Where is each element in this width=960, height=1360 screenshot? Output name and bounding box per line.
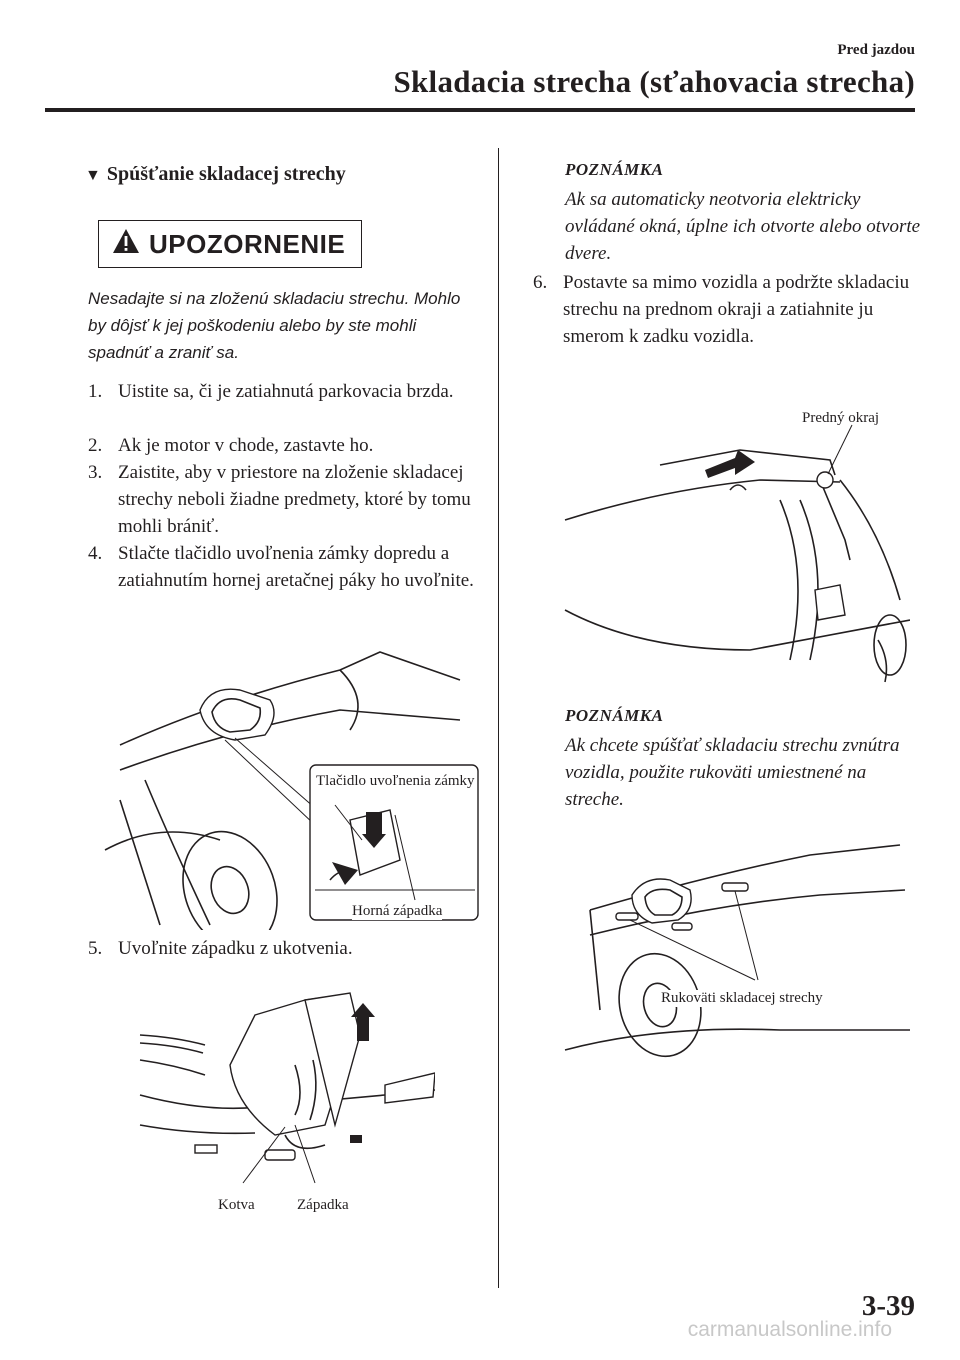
step-text: Ak je motor v chode, zastavte ho. <box>118 435 374 456</box>
step-5: 5. Uvoľnite západku z ukotvenia. <box>88 935 488 962</box>
callout-roof-handles: Rukoväti skladacej strechy <box>661 990 823 1007</box>
figure-release-button <box>104 651 479 930</box>
header-rule <box>45 108 915 112</box>
warning-box: UPOZORNENIE <box>98 220 362 268</box>
chapter-label: Pred jazdou <box>837 42 915 58</box>
warning-label: UPOZORNENIE <box>149 229 346 259</box>
callout-release-button: Tlačidlo uvoľnenia zámky <box>316 773 476 790</box>
section-heading: ▼ Spúšťanie skladacej strechy <box>85 163 346 186</box>
step-2: 2. Ak je motor v chode, zastavte ho. <box>88 432 488 459</box>
note-text-2: Ak chcete spúšťať skladaciu strechu zvnú… <box>565 735 900 810</box>
note-heading-2: POZNÁMKA <box>565 706 664 725</box>
warning-triangle-icon <box>113 229 139 253</box>
section-heading-text: Spúšťanie skladacej strechy <box>106 163 346 185</box>
step-1: 1. Uistite sa, či je zatiahnutá parkovac… <box>88 378 488 405</box>
step-6: 6. Postavte sa mimo vozidla a podržte sk… <box>533 269 913 350</box>
note-heading: POZNÁMKA <box>565 160 664 179</box>
column-divider <box>498 148 499 1288</box>
step-text: Uistite sa, či je zatiahnutá parkovacia … <box>118 381 454 402</box>
callout-anchor: Kotva <box>218 1197 255 1213</box>
step-text: Zaistite, aby v priestore na zloženie sk… <box>118 462 471 537</box>
section-marker-icon: ▼ <box>85 167 101 184</box>
callout-latch: Západka <box>297 1197 349 1213</box>
step-number: 2. <box>88 435 103 456</box>
note-text: Ak sa automaticky neotvoria elektricky o… <box>565 189 921 264</box>
page-title: Skladacia strecha (sťahovacia strecha) <box>393 64 915 99</box>
step-number: 6. <box>533 272 548 293</box>
step-text: Postavte sa mimo vozidla a podržte sklad… <box>563 272 910 347</box>
callout-front-edge: Predný okraj <box>802 410 880 426</box>
step-number: 3. <box>88 462 103 483</box>
step-3: 3. Zaistite, aby v priestore na zloženie… <box>88 459 488 540</box>
warning-text: Nesadajte si na zloženú skladaciu strech… <box>88 289 461 362</box>
watermark: carmanualsonline.info <box>687 1318 892 1341</box>
step-number: 1. <box>88 381 103 402</box>
page-number: 3-39 <box>861 1290 915 1322</box>
step-number: 4. <box>88 543 103 564</box>
figure-roof-handles <box>564 844 910 1058</box>
step-4: 4. Stlačte tlačidlo uvoľnenia zámky dopr… <box>88 540 488 594</box>
figure-front-edge <box>564 424 910 683</box>
step-text: Uvoľnite západku z ukotvenia. <box>118 938 353 959</box>
callout-upper-latch: Horná západka <box>352 903 443 920</box>
step-number: 5. <box>88 938 103 959</box>
figure-latch-anchor <box>139 992 435 1184</box>
step-text: Stlačte tlačidlo uvoľnenia zámky dopredu… <box>118 543 474 591</box>
